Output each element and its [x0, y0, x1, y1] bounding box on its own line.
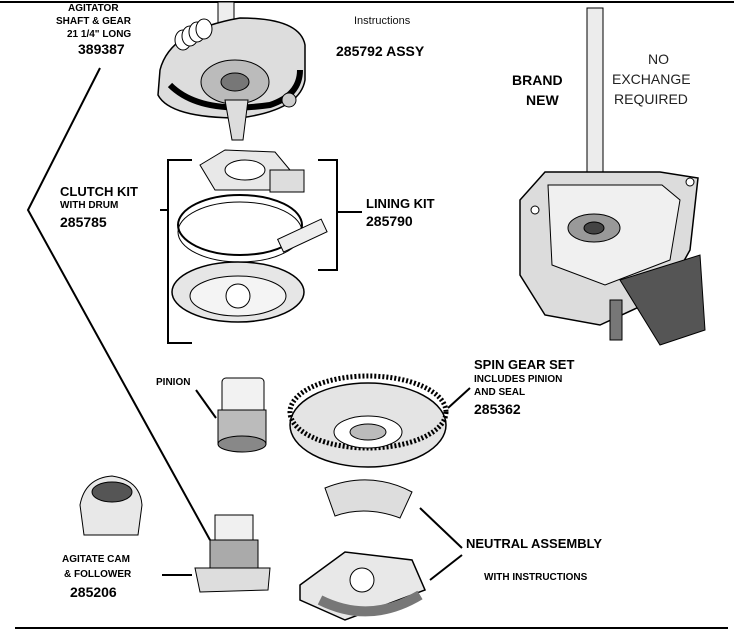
spin-gear-drawing	[287, 373, 449, 468]
agitator-gear-assembly-drawing	[157, 1, 306, 141]
agitate-cam-line2: & FOLLOWER	[64, 569, 132, 580]
agitate-cam-line1: AGITATE CAM	[62, 554, 130, 565]
pinion-pointer	[195, 389, 217, 419]
agitator-part-number: 389387	[78, 41, 125, 57]
spin-gear-subtitle1: INCLUDES PINION	[474, 374, 563, 385]
brand-new-line2: NEW	[526, 92, 559, 108]
neutral-assembly-drawing	[299, 479, 427, 621]
no-exchange-line3: REQUIRED	[614, 91, 688, 107]
neutral-assembly-subtitle: WITH INSTRUCTIONS	[484, 572, 588, 583]
pinion-drawing	[217, 377, 267, 453]
agitator-label-line3: 21 1/4" LONG	[67, 29, 132, 40]
transmission-assembly-drawing	[519, 7, 706, 346]
agitator-label-line2: SHAFT & GEAR	[56, 16, 131, 27]
spin-gear-title: SPIN GEAR SET	[474, 357, 575, 372]
neutral-pointer-1	[419, 507, 463, 549]
clutch-kit-drawing	[171, 149, 328, 323]
lining-kit-bracket	[318, 159, 338, 271]
instructions-note: Instructions	[354, 15, 411, 27]
clutch-kit-part-number: 285785	[60, 214, 107, 230]
no-exchange-line2: EXCHANGE	[612, 71, 691, 87]
neutral-assembly-title: NEUTRAL ASSEMBLY	[466, 536, 603, 551]
agitate-cam-drawing	[79, 475, 143, 536]
clutch-kit-subtitle: WITH DRUM	[60, 200, 119, 211]
spin-gear-part-number: 285362	[474, 401, 521, 417]
spin-gear-pointer	[447, 387, 471, 409]
agitator-leader-line	[26, 67, 211, 541]
brand-new-line1: BRAND	[512, 72, 563, 88]
agitator-label-line1: AGITATOR	[68, 3, 119, 14]
lining-kit-part-number: 285790	[366, 213, 413, 229]
agitate-cam-part-number: 285206	[70, 584, 117, 600]
cam-follower-gear-drawing	[194, 514, 271, 593]
clutch-kit-title: CLUTCH KIT	[60, 184, 138, 199]
spin-gear-subtitle2: AND SEAL	[474, 387, 526, 398]
no-exchange-line1: NO	[648, 51, 669, 67]
clutch-kit-bracket	[167, 159, 192, 344]
lining-kit-title: LINING KIT	[366, 196, 435, 211]
assy-part-number: 285792 ASSY	[336, 43, 425, 59]
neutral-pointer-2	[429, 554, 463, 581]
pinion-label: PINION	[156, 377, 191, 388]
